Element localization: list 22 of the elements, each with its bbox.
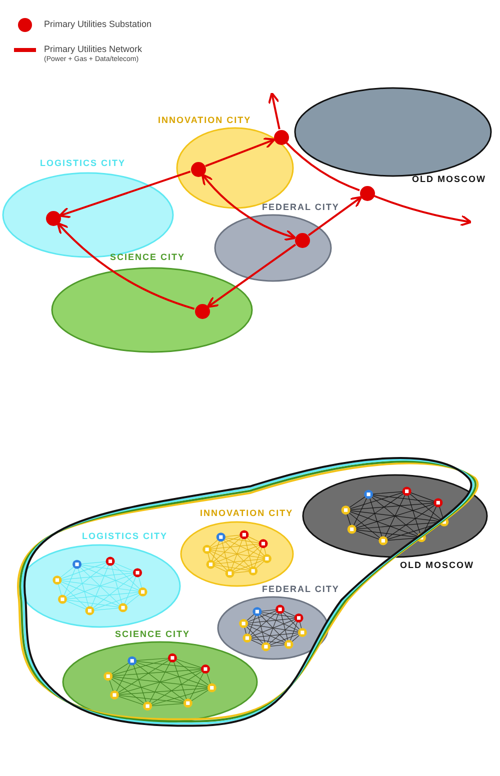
city-label: SCIENCE CITY — [110, 252, 186, 263]
arrow — [308, 196, 362, 236]
substation-dot — [360, 186, 374, 200]
legend-text: Primary Utilities Network — [44, 44, 142, 54]
substation-dot — [274, 130, 288, 144]
city-label: LOGISTICS CITY — [40, 158, 126, 169]
arrow — [374, 195, 472, 226]
arrow — [206, 244, 296, 308]
city-label: INNOVATION CITY — [158, 115, 252, 126]
arrow — [201, 174, 296, 241]
arrow — [268, 92, 280, 130]
arrow — [56, 222, 195, 310]
city-label: FEDERAL CITY — [262, 584, 340, 595]
city-label: FEDERAL CITY — [262, 202, 340, 213]
arrow — [58, 170, 191, 218]
city-label: INNOVATION CITY — [200, 508, 294, 519]
city-label: LOGISTICS CITY — [82, 531, 168, 542]
arrow — [205, 137, 276, 168]
legend-text: Primary Utilities Substation — [44, 19, 152, 29]
city-label: SCIENCE CITY — [115, 629, 190, 640]
city-label: OLD MOSCOW — [412, 174, 486, 185]
city-label: OLD MOSCOW — [400, 560, 474, 571]
